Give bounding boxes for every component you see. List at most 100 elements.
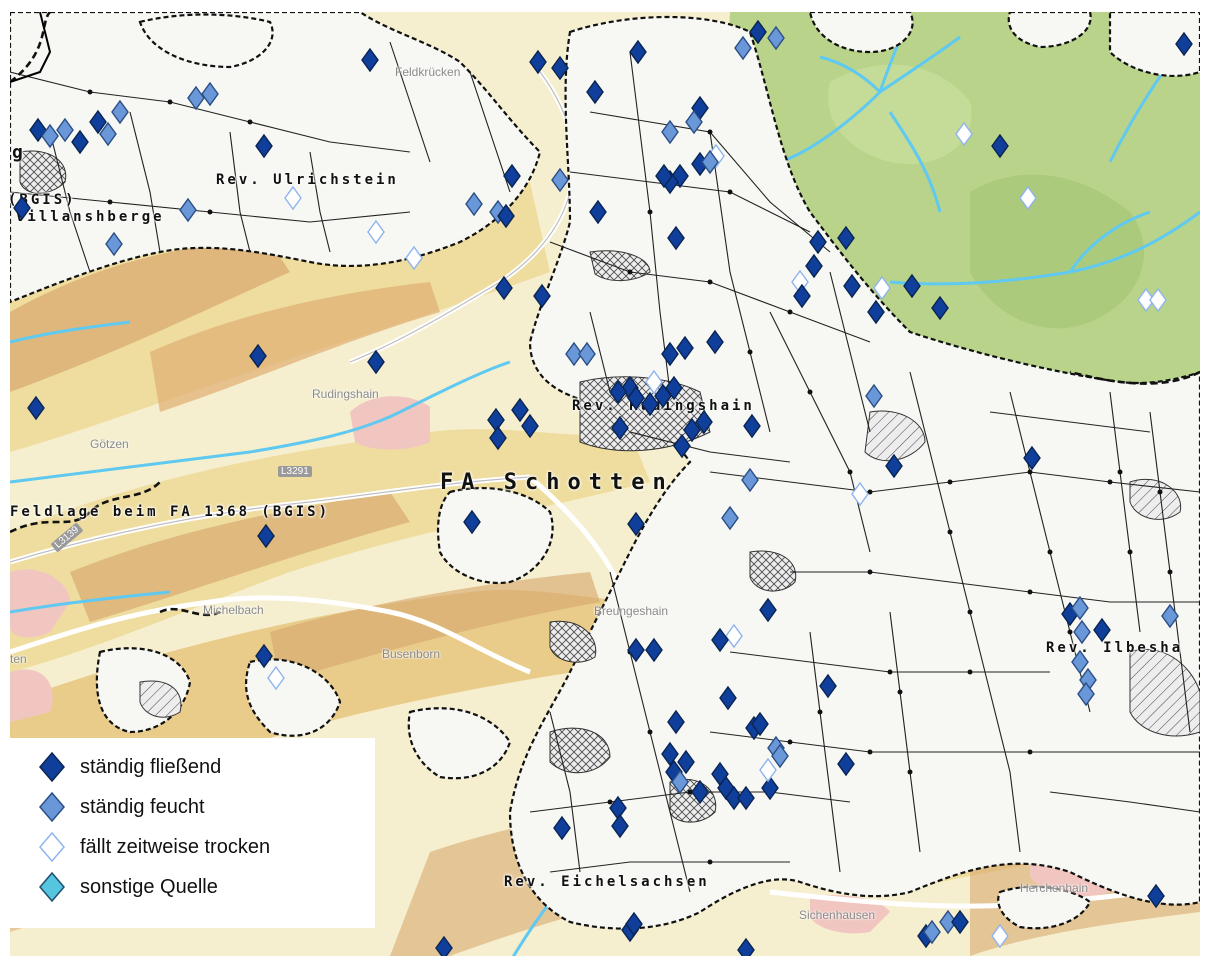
spring-flowing-marker[interactable]	[676, 335, 694, 361]
spring-flowing-marker[interactable]	[629, 39, 647, 65]
spring-dry-marker[interactable]	[759, 757, 777, 783]
spring-damp-marker[interactable]	[661, 119, 679, 145]
spring-flowing-marker[interactable]	[586, 79, 604, 105]
spring-flowing-marker[interactable]	[805, 253, 823, 279]
spring-flowing-marker[interactable]	[667, 709, 685, 735]
spring-flowing-marker[interactable]	[255, 133, 273, 159]
spring-flowing-marker[interactable]	[609, 795, 627, 821]
spring-flowing-marker[interactable]	[737, 785, 755, 811]
spring-flowing-marker[interactable]	[255, 643, 273, 669]
spring-damp-marker[interactable]	[939, 909, 957, 935]
spring-flowing-marker[interactable]	[885, 453, 903, 479]
spring-flowing-marker[interactable]	[843, 273, 861, 299]
spring-flowing-marker[interactable]	[627, 385, 645, 411]
spring-flowing-marker[interactable]	[521, 413, 539, 439]
spring-damp-marker[interactable]	[1077, 681, 1095, 707]
spring-flowing-marker[interactable]	[661, 741, 679, 767]
spring-flowing-marker[interactable]	[495, 275, 513, 301]
spring-flowing-marker[interactable]	[435, 935, 453, 956]
spring-damp-marker[interactable]	[105, 231, 123, 257]
spring-flowing-marker[interactable]	[711, 627, 729, 653]
spring-dry-marker[interactable]	[267, 665, 285, 691]
spring-flowing-marker[interactable]	[751, 711, 769, 737]
spring-damp-marker[interactable]	[1071, 595, 1089, 621]
spring-flowing-marker[interactable]	[1147, 883, 1165, 909]
spring-flowing-marker[interactable]	[249, 343, 267, 369]
spring-flowing-marker[interactable]	[991, 133, 1009, 159]
spring-flowing-marker[interactable]	[725, 785, 743, 811]
spring-flowing-marker[interactable]	[793, 283, 811, 309]
spring-flowing-marker[interactable]	[761, 775, 779, 801]
spring-damp-marker[interactable]	[767, 25, 785, 51]
spring-flowing-marker[interactable]	[691, 779, 709, 805]
spring-flowing-marker[interactable]	[553, 815, 571, 841]
spring-damp-marker[interactable]	[201, 81, 219, 107]
spring-flowing-marker[interactable]	[809, 229, 827, 255]
spring-flowing-marker[interactable]	[497, 203, 515, 229]
spring-dry-marker[interactable]	[851, 481, 869, 507]
spring-damp-marker[interactable]	[56, 117, 74, 143]
spring-flowing-marker[interactable]	[627, 511, 645, 537]
spring-flowing-marker[interactable]	[743, 413, 761, 439]
spring-flowing-marker[interactable]	[695, 409, 713, 435]
spring-damp-marker[interactable]	[865, 383, 883, 409]
spring-flowing-marker[interactable]	[673, 433, 691, 459]
spring-flowing-marker[interactable]	[661, 341, 679, 367]
spring-damp-marker[interactable]	[1161, 603, 1179, 629]
spring-damp-marker[interactable]	[701, 149, 719, 175]
spring-damp-marker[interactable]	[465, 191, 483, 217]
spring-flowing-marker[interactable]	[951, 909, 969, 935]
spring-flowing-marker[interactable]	[655, 163, 673, 189]
spring-dry-marker[interactable]	[725, 623, 743, 649]
spring-flowing-marker[interactable]	[819, 673, 837, 699]
spring-flowing-marker[interactable]	[511, 397, 529, 423]
spring-damp-marker[interactable]	[741, 467, 759, 493]
spring-flowing-marker[interactable]	[645, 637, 663, 663]
spring-flowing-marker[interactable]	[589, 199, 607, 225]
spring-flowing-marker[interactable]	[641, 391, 659, 417]
spring-flowing-marker[interactable]	[463, 509, 481, 535]
spring-damp-marker[interactable]	[551, 167, 569, 193]
spring-flowing-marker[interactable]	[257, 523, 275, 549]
spring-flowing-marker[interactable]	[367, 349, 385, 375]
spring-damp-marker[interactable]	[923, 919, 941, 945]
spring-flowing-marker[interactable]	[665, 375, 683, 401]
spring-dry-marker[interactable]	[405, 245, 423, 271]
spring-flowing-marker[interactable]	[13, 195, 31, 221]
spring-flowing-marker[interactable]	[903, 273, 921, 299]
spring-flowing-marker[interactable]	[706, 329, 724, 355]
spring-flowing-marker[interactable]	[361, 47, 379, 73]
spring-flowing-marker[interactable]	[487, 407, 505, 433]
spring-flowing-marker[interactable]	[609, 379, 627, 405]
spring-damp-marker[interactable]	[1071, 649, 1089, 675]
map-view[interactable]: Feldkrücken Rudingshain Götzen Michelbac…	[10, 12, 1200, 956]
spring-dry-marker[interactable]	[873, 275, 891, 301]
spring-damp-marker[interactable]	[1073, 619, 1091, 645]
spring-damp-marker[interactable]	[671, 769, 689, 795]
spring-damp-marker[interactable]	[179, 197, 197, 223]
spring-damp-marker[interactable]	[111, 99, 129, 125]
spring-flowing-marker[interactable]	[737, 937, 755, 956]
spring-flowing-marker[interactable]	[749, 19, 767, 45]
spring-damp-marker[interactable]	[685, 109, 703, 135]
spring-damp-marker[interactable]	[721, 505, 739, 531]
spring-flowing-marker[interactable]	[503, 163, 521, 189]
spring-flowing-marker[interactable]	[1093, 617, 1111, 643]
spring-damp-marker[interactable]	[187, 85, 205, 111]
spring-flowing-marker[interactable]	[867, 299, 885, 325]
spring-dry-marker[interactable]	[1149, 287, 1167, 313]
spring-dry-marker[interactable]	[955, 121, 973, 147]
spring-flowing-marker[interactable]	[627, 637, 645, 663]
spring-damp-marker[interactable]	[771, 743, 789, 769]
spring-flowing-marker[interactable]	[611, 813, 629, 839]
spring-dry-marker[interactable]	[645, 369, 663, 395]
spring-dry-marker[interactable]	[284, 185, 302, 211]
spring-flowing-marker[interactable]	[759, 597, 777, 623]
spring-flowing-marker[interactable]	[677, 749, 695, 775]
spring-flowing-marker[interactable]	[1175, 31, 1193, 57]
spring-dry-marker[interactable]	[1019, 185, 1037, 211]
spring-flowing-marker[interactable]	[837, 225, 855, 251]
spring-damp-marker[interactable]	[734, 35, 752, 61]
spring-flowing-marker[interactable]	[551, 55, 569, 81]
spring-damp-marker[interactable]	[565, 341, 583, 367]
